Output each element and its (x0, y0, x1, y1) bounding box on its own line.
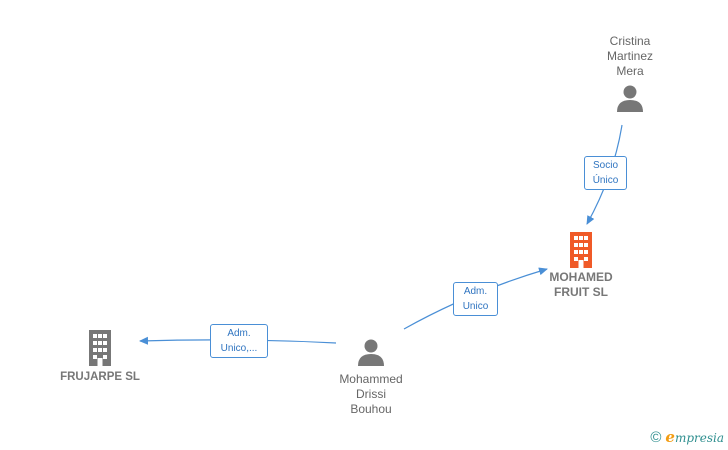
footer-brand[interactable]: © empresia (650, 428, 724, 446)
edge-label-adm-unico-frujarpe[interactable]: Adm. Unico,... (210, 324, 268, 358)
empresia-logo: empresia (665, 428, 724, 446)
copyright-icon: © (650, 428, 662, 446)
edge-label-adm-unico-fruit[interactable]: Adm. Unico (453, 282, 498, 316)
building-icon (570, 232, 592, 268)
node-frujarpe-sl[interactable]: FRUJARPE SL (50, 330, 150, 385)
person-icon (358, 339, 384, 366)
company-name: MOHAMED FRUIT SL (549, 270, 613, 299)
building-icon (89, 330, 111, 366)
person-name: Mohammed Drissi Bouhou (339, 372, 403, 416)
brand-initial: e (665, 428, 675, 446)
person-icon (617, 85, 643, 112)
node-mohamed-fruit-sl[interactable]: MOHAMED FRUIT SL (540, 232, 622, 300)
node-mohammed-drissi-bouhou[interactable]: Mohammed Drissi Bouhou (328, 337, 414, 417)
person-name: Cristina Martinez Mera (606, 34, 653, 78)
edge-label-socio-unico[interactable]: Socio Único (584, 156, 627, 190)
company-name: FRUJARPE SL (60, 371, 140, 383)
brand-rest: mpresia (674, 431, 724, 445)
node-cristina-martinez-mera[interactable]: Cristina Martinez Mera (590, 34, 670, 113)
